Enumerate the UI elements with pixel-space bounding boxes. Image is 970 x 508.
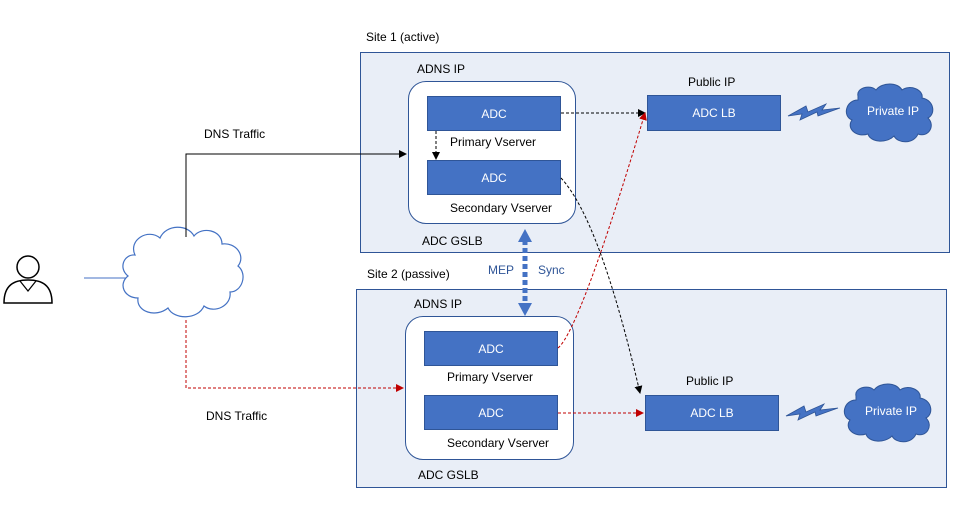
site2-adc-lb-text: ADC LB [690,406,734,420]
site2-secondary-adc-box: ADC [424,395,558,430]
site1-private-cloud-icon [845,83,934,143]
site2-primary-adc-box: ADC [424,331,558,366]
site1-title: Site 1 (active) [366,30,440,44]
site2-private-cloud-icon [843,383,932,443]
mep-label: MEP [488,263,515,277]
sync-label: Sync [538,263,565,277]
site1-private-ip: Private IP [867,104,920,118]
site1-lightning-icon [787,103,841,121]
site2-title: Site 2 (passive) [367,267,450,281]
site2-lightning-icon [785,403,839,421]
site1-adns-ip: ADNS IP [417,62,466,76]
site2-primary-label: Primary Vserver [447,370,534,384]
site1-primary-adc-text: ADC [481,106,507,121]
site2-adns-ip: ADNS IP [414,297,463,311]
site2-adc-lb-box: ADC LB [645,395,779,431]
site1-secondary-adc-box: ADC [427,160,561,195]
site1-public-ip: Public IP [688,75,736,89]
site1-secondary-adc-text: ADC [481,170,507,185]
site1-primary-label: Primary Vserver [450,135,537,149]
user-icon [3,255,53,304]
site1-secondary-label: Secondary Vserver [450,201,553,215]
site1-gslb-label: ADC GSLB [422,234,483,248]
site2-secondary-label: Secondary Vserver [447,436,550,450]
site2-primary-adc-text: ADC [478,341,504,356]
dns-traffic-top-label: DNS Traffic [204,127,266,141]
site1-adc-lb-text: ADC LB [692,106,736,120]
site2-secondary-adc-text: ADC [478,405,504,420]
site2-private-ip: Private IP [865,404,918,418]
internet-cloud-icon [122,226,244,318]
site1-adc-lb-box: ADC LB [647,95,781,131]
site2-gslb-label: ADC GSLB [418,468,479,482]
site2-public-ip: Public IP [686,374,734,388]
site1-primary-adc-box: ADC [427,96,561,131]
dns-traffic-bottom-label: DNS Traffic [206,409,268,423]
